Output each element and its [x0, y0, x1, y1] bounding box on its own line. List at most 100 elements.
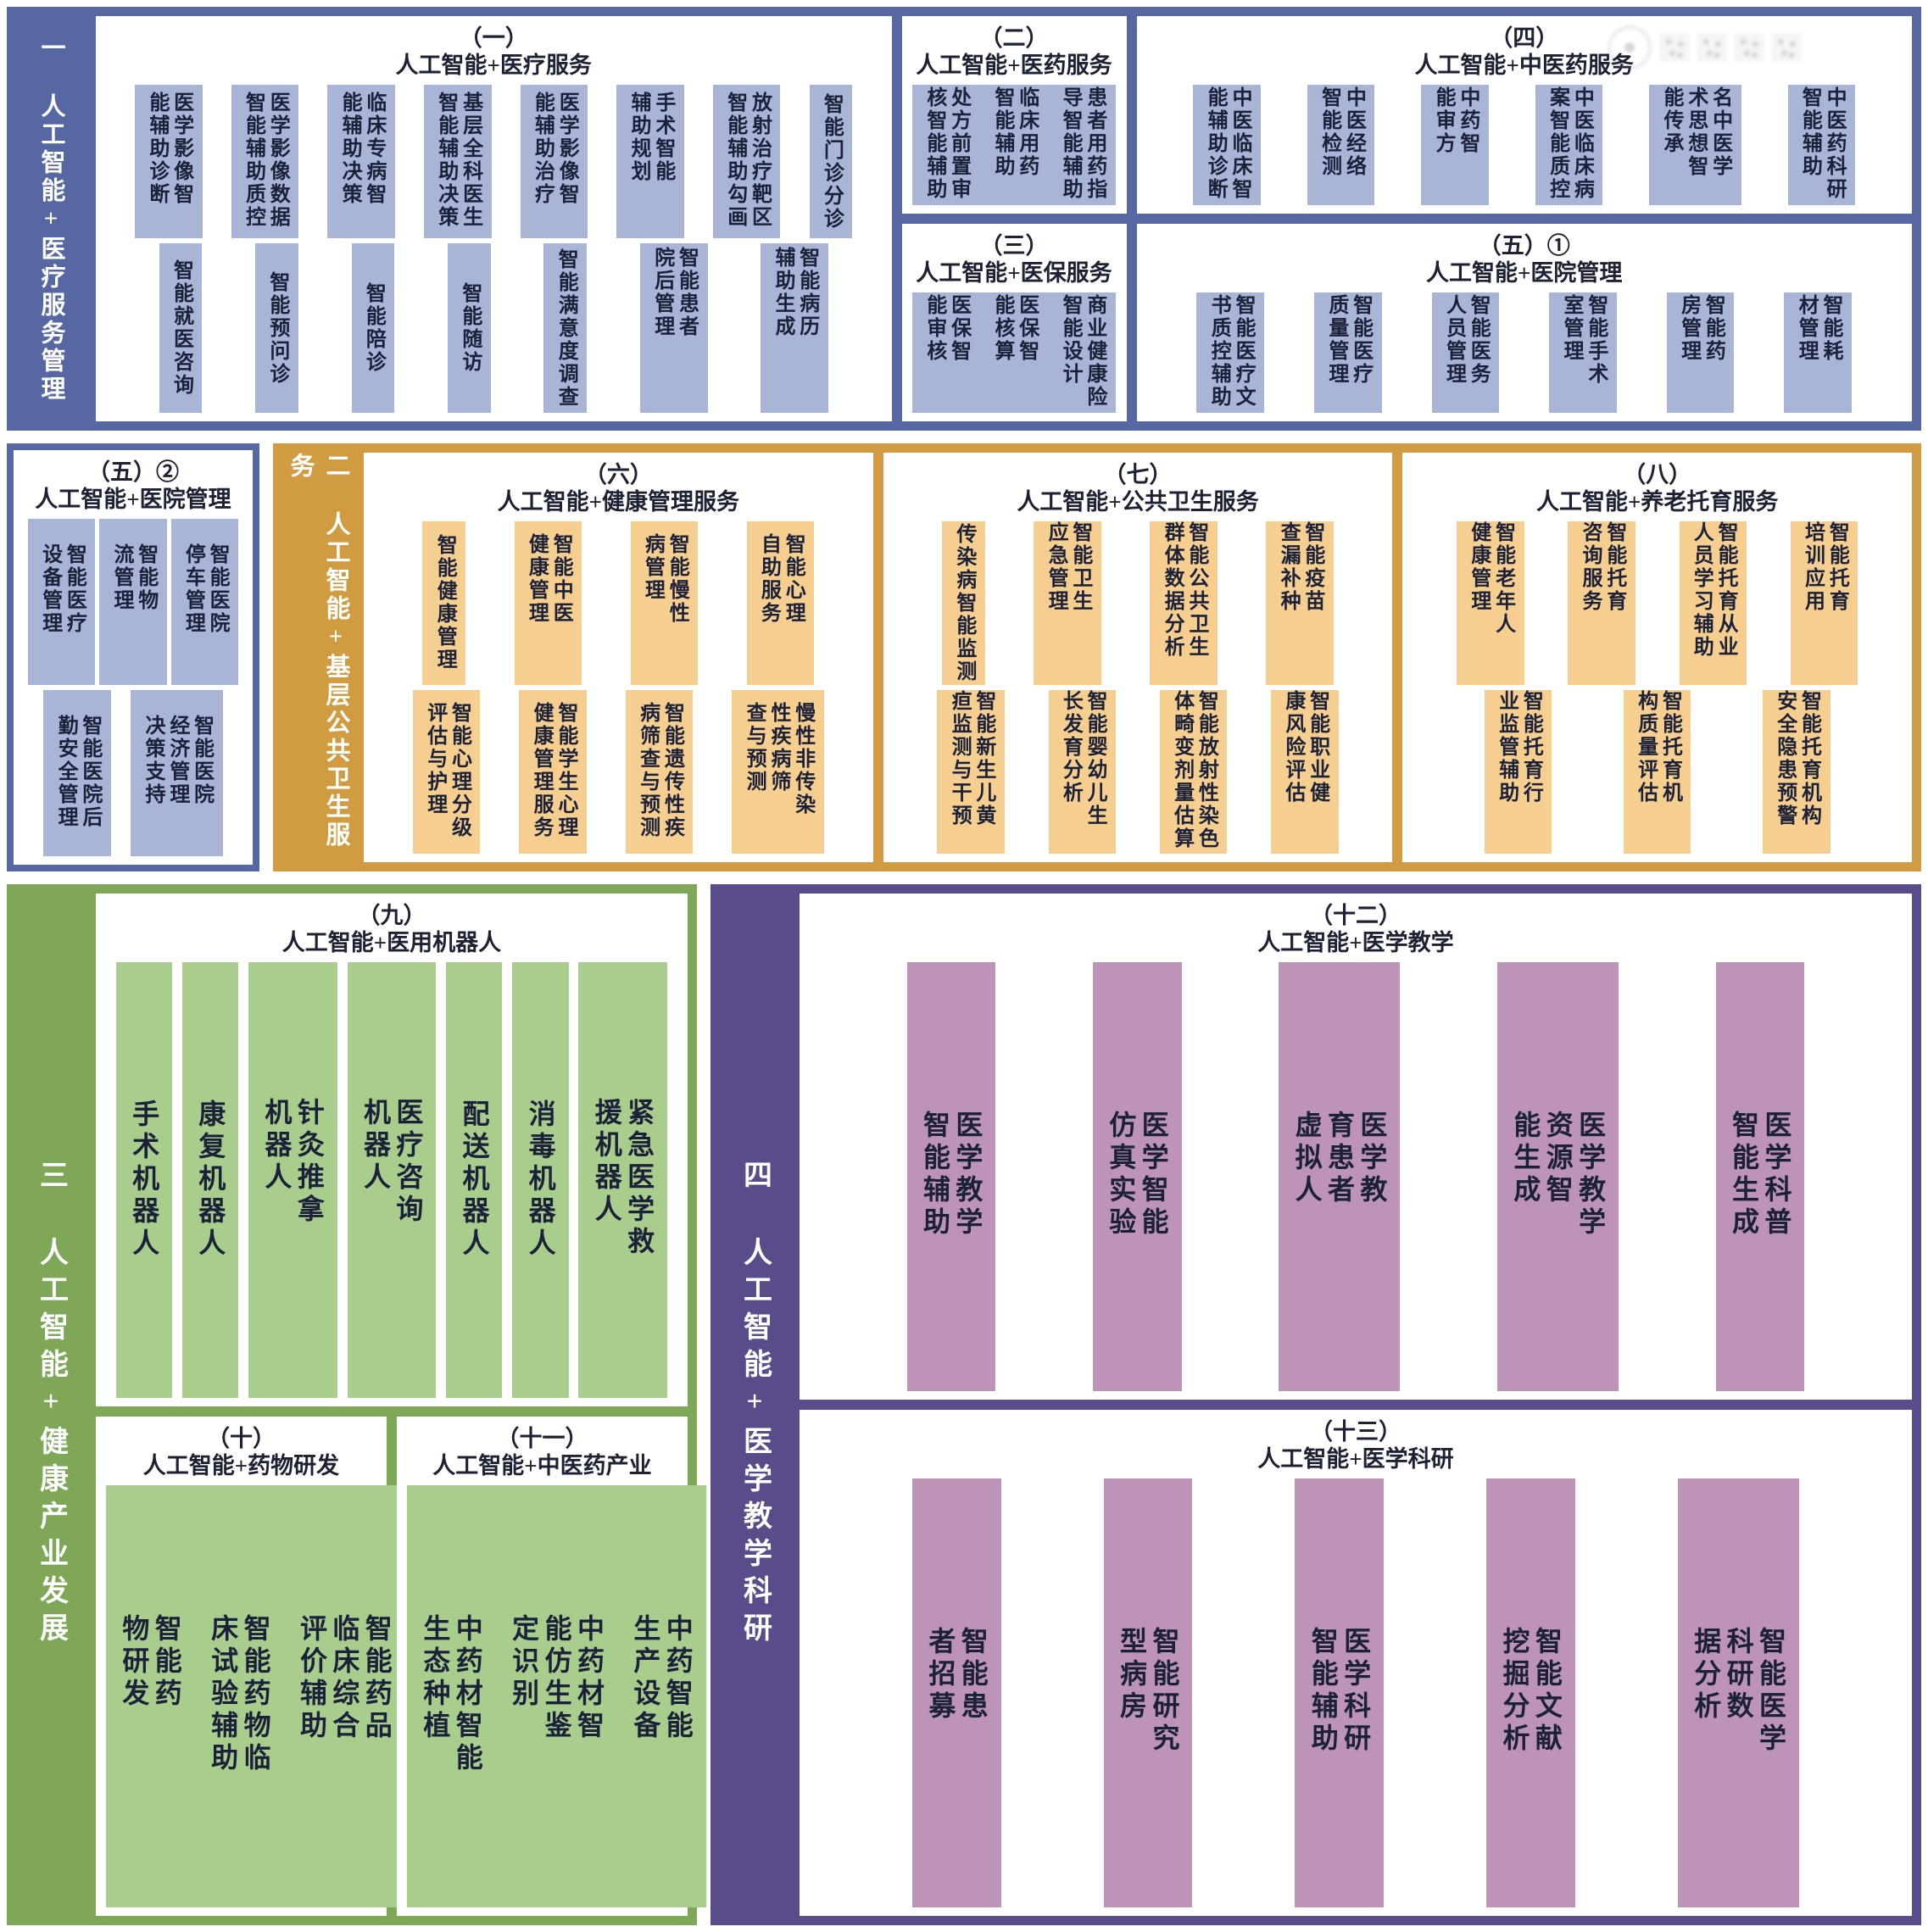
panel-number: （五）① — [1478, 233, 1570, 259]
item: 智能新生儿黄疸监测与干预 — [937, 689, 1005, 854]
item: 康复机器人 — [181, 961, 239, 1398]
items-row: 智能托育行业监管辅助 智能托育机构质量评估 智能托育机构安全隐患预警 — [1413, 689, 1902, 854]
panel-heading: 人工智能+中医药服务 — [1414, 53, 1634, 79]
panel-public-health-services: （七） 人工智能+公共卫生服务 传染病智能监测 智能卫生应急管理 智能公共卫生群… — [883, 453, 1393, 862]
panel-number: （一） — [459, 25, 528, 51]
item-label: 智能中医健康管理 — [525, 532, 572, 625]
items-row: 医学教学智能辅助 医学智能仿真实验 医学教育患者虚拟人 医学教学资源智能生成 医… — [810, 961, 1902, 1391]
item-label: 临床专病智能辅助决策 — [338, 92, 385, 207]
panel-title: （十三） 人工智能+医学科研 — [810, 1415, 1902, 1473]
item-label: 中医临床病案智能质控 — [1546, 86, 1593, 201]
item: 医学科普智能生成 — [1715, 961, 1805, 1391]
panel-title: （五）② 人工智能+医院管理 — [24, 455, 242, 514]
item-label: 智能文献挖掘分析 — [1499, 1627, 1563, 1757]
item: 中医药科研智能辅助 — [1787, 84, 1856, 205]
band-2: （五）② 人工智能+医院管理 智能医疗设备管理 智能物流管理 智能医院停车管理 … — [7, 443, 1921, 871]
item: 智能患者招募 — [911, 1478, 1001, 1907]
item-label: 针灸推拿机器人 — [261, 1098, 325, 1228]
item: 智能慢性病管理 — [630, 521, 699, 685]
items-row: 智能心理分级评估与护理 智能学生心理健康管理服务 智能遗传性疾病筛查与预测 慢性… — [374, 689, 863, 854]
items-row: 医学影像智能辅助诊断 医学影像数据智能辅助质控 临床专病智能辅助决策 基层全科医… — [106, 84, 882, 239]
item-label: 中医经络智能检测 — [1318, 86, 1365, 178]
panel-title: （十一） 人工智能+中医药产业 — [407, 1422, 677, 1480]
item-label: 智能随访 — [458, 282, 481, 375]
item-label: 医学影像智能辅助诊断 — [145, 92, 192, 207]
item: 医疗咨询机器人 — [347, 961, 437, 1398]
item: 中药智能生产设备 — [616, 1484, 706, 1907]
item-label: 放射治疗靶区智能辅助勾画 — [723, 92, 771, 230]
panel-heading: 人工智能+养老托育服务 — [1535, 489, 1779, 515]
item: 智能文献挖掘分析 — [1486, 1478, 1575, 1907]
item: 智能婴幼儿生长发育分析 — [1048, 689, 1117, 854]
item: 智能托育培训应用 — [1790, 521, 1858, 685]
panel-number: （四） — [1490, 25, 1559, 51]
item-label: 智能药物研发 — [119, 1614, 182, 1712]
item-label: 医学影像智能辅助治疗 — [531, 92, 578, 207]
item-label: 中医临床智能辅助诊断 — [1204, 86, 1251, 201]
items-row: 智能医院后勤安全管理 智能医院经济管理决策支持 — [24, 689, 242, 856]
item: 慢性非传染性疾病筛查与预测 — [732, 689, 824, 854]
item-label: 智能心理自助服务 — [757, 532, 805, 625]
item: 中医临床病案智能质控 — [1535, 84, 1603, 205]
items-row: 智能健康管理 智能中医健康管理 智能慢性病管理 智能心理自助服务 — [374, 521, 863, 685]
item-label: 医学教学智能辅助 — [919, 1111, 984, 1240]
item-label: 消毒机器人 — [525, 1099, 556, 1261]
item: 智能心理分级评估与护理 — [412, 689, 481, 854]
item: 智能物流管理 — [99, 518, 167, 685]
column-teaching-research: （十二） 人工智能+医学教学 医学教学智能辅助 医学智能仿真实验 医学教育患者虚… — [800, 894, 1912, 1916]
panel-medical-robots: （九） 人工智能+医用机器人 手术机器人 康复机器人 针灸推拿机器人 医疗咨询机… — [96, 894, 688, 1406]
panel-tcm-industry: （十一） 人工智能+中医药产业 中药材智能生态种植 中药材智能仿生鉴定识别 中药… — [397, 1417, 706, 1916]
item: 医学教育患者虚拟人 — [1279, 961, 1401, 1391]
panel-title: （六） 人工智能+健康管理服务 — [374, 458, 863, 516]
item-label: 智能医学科研数据分析 — [1691, 1627, 1786, 1757]
item: 临床专病智能辅助决策 — [327, 84, 395, 239]
item-label: 智能门诊分诊 — [820, 92, 843, 231]
item-label: 商业健康险智能设计 — [1059, 293, 1106, 409]
item: 医学影像智能辅助治疗 — [520, 84, 588, 239]
panel-number: （十） — [207, 1426, 276, 1451]
panel-title: （十二） 人工智能+医学教学 — [810, 899, 1902, 957]
item-label: 手术智能辅助规划 — [627, 92, 674, 184]
item-label: 康复机器人 — [195, 1099, 226, 1261]
item-label: 智能物流管理 — [109, 543, 157, 612]
panel-title: （八） 人工智能+养老托育服务 — [1413, 458, 1902, 516]
items-row: 智能医疗文书质控辅助 智能医疗质量管理 智能医务人员管理 智能手术室管理 智能药… — [1147, 292, 1903, 413]
item-label: 中药材智能仿生鉴定识别 — [509, 1614, 605, 1744]
item-label: 智能托育从业人员学习辅助 — [1690, 521, 1737, 660]
panel-hospital-management-2: （五）② 人工智能+医院管理 智能医疗设备管理 智能物流管理 智能医院停车管理 … — [7, 443, 259, 871]
band-3: 三 人工智能+健康产业发展 （九） 人工智能+医用机器人 手术机器人 康复机器人… — [7, 884, 1921, 1925]
item-label: 智能患者招募 — [925, 1627, 989, 1724]
item-label: 智能卫生应急管理 — [1045, 521, 1091, 614]
item: 手术智能辅助规划 — [616, 84, 684, 239]
items-row: 传染病智能监测 智能卫生应急管理 智能公共卫生群体数据分析 智能疫苗查漏补种 — [894, 521, 1383, 685]
section-health-industry-development: 三 人工智能+健康产业发展 （九） 人工智能+医用机器人 手术机器人 康复机器人… — [7, 884, 706, 1925]
item: 消毒机器人 — [512, 961, 569, 1398]
item-label: 智能陪诊 — [362, 282, 385, 375]
item: 智能中医健康管理 — [514, 521, 582, 685]
item: 医学影像智能辅助诊断 — [135, 84, 203, 239]
panel-number: （三） — [979, 233, 1049, 259]
item: 智能研究型病房 — [1103, 1478, 1193, 1907]
item: 智能职业健康风险评估 — [1271, 689, 1339, 854]
section-label: 一 人工智能+医疗服务管理 — [37, 34, 64, 404]
column-tcm-hospital: （四） 人工智能+中医药服务 中医临床智能辅助诊断 中医经络智能检测 中药智能审… — [1136, 16, 1912, 421]
item-label: 智能患者院后管理 — [650, 247, 698, 339]
item-label: 传染病智能监测 — [952, 522, 975, 683]
panel-number: （二） — [979, 25, 1049, 51]
section-label: 四 人工智能+医学教学科研 — [738, 1160, 771, 1650]
item: 智能医疗文书质控辅助 — [1196, 292, 1265, 413]
item-label: 处方前置审核智能辅助 — [922, 86, 970, 201]
item-label: 智能学生心理健康管理服务 — [530, 701, 577, 839]
item-label: 智能婴幼儿生长发育分析 — [1059, 690, 1106, 828]
item-label: 紧急医学救援机器人 — [591, 1098, 655, 1260]
item-label: 医学科研智能辅助 — [1307, 1627, 1372, 1757]
item-label: 智能慢性病管理 — [641, 532, 688, 625]
item: 医保智能核算 — [980, 292, 1048, 413]
section-medical-service-management: 一 人工智能+医疗服务管理 （一） 人工智能+医疗服务 医学影像智能辅助诊断 医… — [7, 7, 1921, 431]
item: 智能医院停车管理 — [170, 518, 239, 685]
item: 智能医学科研数据分析 — [1677, 1478, 1799, 1907]
panel-heading: 人工智能+医药服务 — [916, 53, 1112, 79]
item-label: 临床用药智能辅助 — [990, 86, 1038, 178]
item: 中药智能审方 — [1421, 84, 1489, 205]
panel-hospital-management-1: （五）① 人工智能+医院管理 智能医疗文书质控辅助 智能医疗质量管理 智能医务人… — [1136, 224, 1912, 421]
